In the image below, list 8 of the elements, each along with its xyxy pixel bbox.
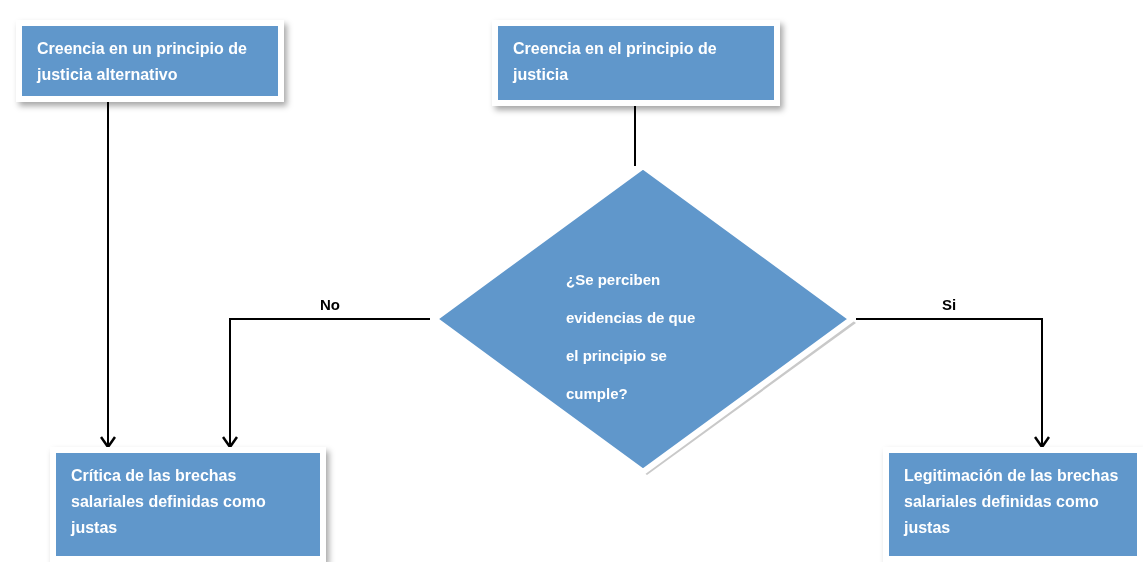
connector-arrow [221,318,431,449]
box-text: Creencia en un principio de justicia alternativo [37,39,248,85]
box-text: Crítica de las brechas salariales definidas como justas [71,466,267,538]
connector-arrow [99,101,117,449]
decision-text: ¿Se perciben evidencias de que el principio se cumple? [566,270,697,404]
box-text: Legitimación de las brechas salariales definidas como justas [904,466,1120,538]
box-text: Creencia en el principio de justicia [513,39,718,85]
connector-arrow [855,318,1051,449]
